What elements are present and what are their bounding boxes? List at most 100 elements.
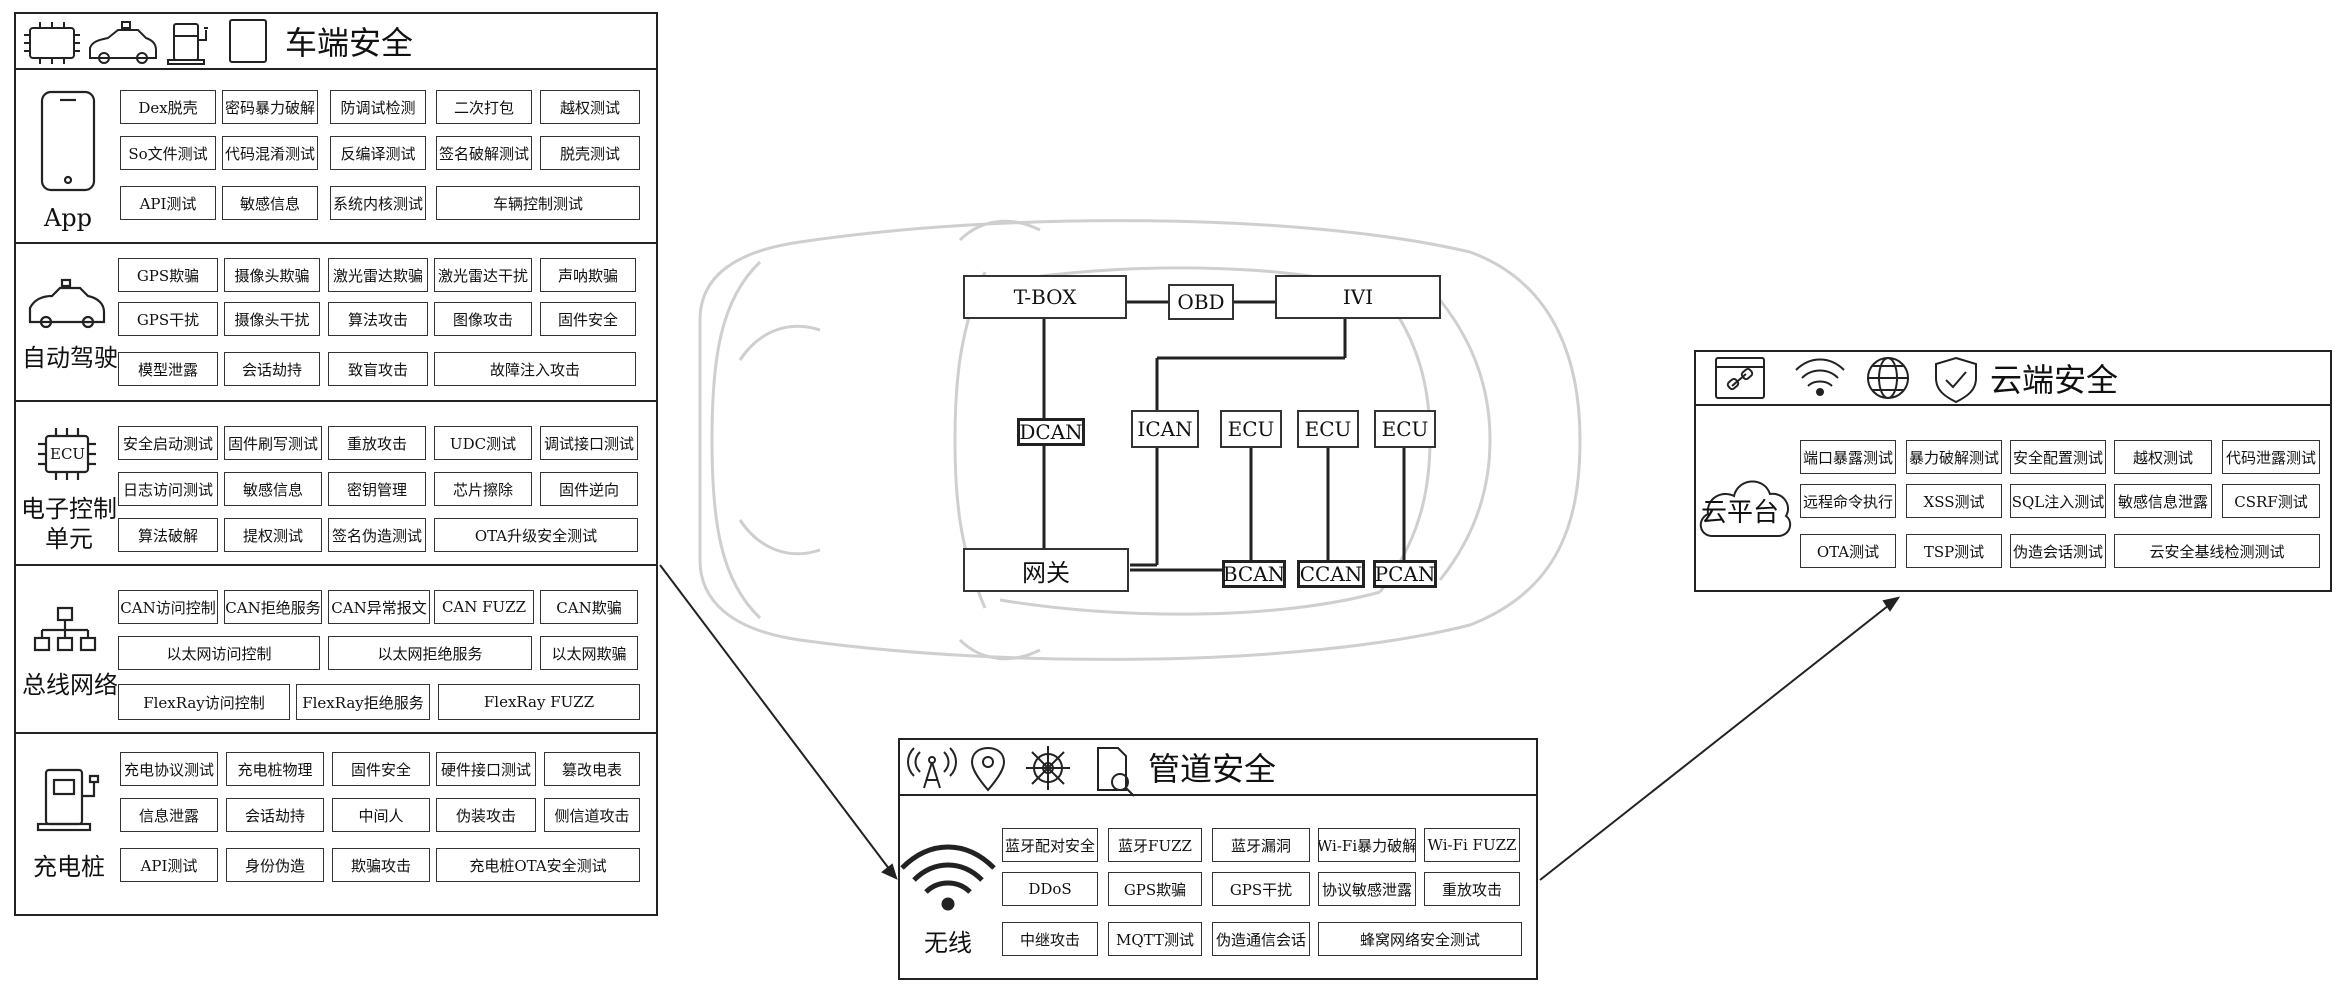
test-item[interactable]: 身份伪造 <box>226 848 324 882</box>
pcan-node[interactable]: PCAN <box>1373 560 1437 588</box>
test-item[interactable]: CAN拒绝服务 <box>224 590 322 624</box>
test-item[interactable]: 侧信道攻击 <box>544 798 640 832</box>
test-item[interactable]: Wi-Fi FUZZ <box>1424 828 1520 862</box>
test-item[interactable]: GPS欺骗 <box>118 258 218 292</box>
test-item[interactable]: 充电桩物理 <box>226 752 324 786</box>
test-item[interactable]: 蓝牙FUZZ <box>1108 828 1202 862</box>
test-item[interactable]: 脱壳测试 <box>540 136 640 170</box>
test-item[interactable]: 密钥管理 <box>328 472 426 506</box>
test-item[interactable]: CAN FUZZ <box>434 590 534 624</box>
test-item[interactable]: 固件安全 <box>332 752 430 786</box>
test-item[interactable]: 故障注入攻击 <box>434 352 636 386</box>
test-item[interactable]: UDC测试 <box>434 426 532 460</box>
test-item[interactable]: 蜂窝网络安全测试 <box>1318 922 1522 956</box>
test-item[interactable]: GPS欺骗 <box>1108 872 1202 906</box>
test-item[interactable]: DDoS <box>1002 872 1098 906</box>
test-item[interactable]: Dex脱壳 <box>120 90 216 124</box>
test-item[interactable]: OTA测试 <box>1800 534 1896 568</box>
test-item[interactable]: So文件测试 <box>120 136 216 170</box>
test-item[interactable]: CAN异常报文 <box>328 590 430 624</box>
test-item[interactable]: 篡改电表 <box>544 752 640 786</box>
test-item[interactable]: CSRF测试 <box>2222 484 2320 518</box>
test-item[interactable]: 声呐欺骗 <box>540 258 636 292</box>
test-item[interactable]: 欺骗攻击 <box>332 848 430 882</box>
ecu-node-2[interactable]: ECU <box>1297 410 1359 448</box>
test-item[interactable]: 芯片擦除 <box>434 472 532 506</box>
test-item[interactable]: 调试接口测试 <box>540 426 638 460</box>
test-item[interactable]: 协议敏感泄露 <box>1318 872 1416 906</box>
test-item[interactable]: GPS干扰 <box>118 302 218 336</box>
ican-node[interactable]: ICAN <box>1131 410 1199 448</box>
test-item[interactable]: 固件安全 <box>540 302 636 336</box>
test-item[interactable]: GPS干扰 <box>1212 872 1310 906</box>
test-item[interactable]: 激光雷达欺骗 <box>328 258 428 292</box>
test-item[interactable]: 密码暴力破解 <box>222 90 318 124</box>
test-item[interactable]: 固件刷写测试 <box>224 426 322 460</box>
test-item[interactable]: API测试 <box>120 186 216 220</box>
test-item[interactable]: 充电桩OTA安全测试 <box>436 848 640 882</box>
ccan-node[interactable]: CCAN <box>1297 560 1365 588</box>
ivi-node[interactable]: IVI <box>1275 275 1441 319</box>
test-item[interactable]: 以太网访问控制 <box>118 636 320 670</box>
test-item[interactable]: 以太网拒绝服务 <box>328 636 532 670</box>
test-item[interactable]: 伪造通信会话 <box>1212 922 1310 956</box>
test-item[interactable]: 硬件接口测试 <box>436 752 536 786</box>
test-item[interactable]: 防调试检测 <box>330 90 426 124</box>
test-item[interactable]: SQL注入测试 <box>2010 484 2106 518</box>
test-item[interactable]: 系统内核测试 <box>330 186 426 220</box>
test-item[interactable]: 充电协议测试 <box>120 752 218 786</box>
test-item[interactable]: 会话劫持 <box>224 352 320 386</box>
test-item[interactable]: XSS测试 <box>1906 484 2002 518</box>
test-item[interactable]: 代码混淆测试 <box>222 136 318 170</box>
ecu-node-1[interactable]: ECU <box>1220 410 1282 448</box>
test-item[interactable]: 敏感信息泄露 <box>2114 484 2212 518</box>
test-item[interactable]: 模型泄露 <box>118 352 218 386</box>
test-item[interactable]: 代码泄露测试 <box>2222 440 2320 474</box>
test-item[interactable]: 会话劫持 <box>226 798 324 832</box>
test-item[interactable]: 摄像头干扰 <box>224 302 320 336</box>
test-item[interactable]: 车辆控制测试 <box>436 186 640 220</box>
test-item[interactable]: FlexRay FUZZ <box>438 684 640 720</box>
test-item[interactable]: CAN欺骗 <box>540 590 638 624</box>
test-item[interactable]: FlexRay拒绝服务 <box>296 684 430 720</box>
test-item[interactable]: 算法攻击 <box>328 302 428 336</box>
test-item[interactable]: 以太网欺骗 <box>540 636 638 670</box>
test-item[interactable]: 越权测试 <box>2114 440 2212 474</box>
test-item[interactable]: 中间人 <box>332 798 430 832</box>
test-item[interactable]: 暴力破解测试 <box>1906 440 2002 474</box>
test-item[interactable]: 图像攻击 <box>434 302 532 336</box>
gateway-node[interactable]: 网关 <box>963 548 1129 592</box>
test-item[interactable]: MQTT测试 <box>1108 922 1202 956</box>
bcan-node[interactable]: BCAN <box>1222 560 1286 588</box>
test-item[interactable]: 越权测试 <box>540 90 640 124</box>
test-item[interactable]: 远程命令执行 <box>1800 484 1896 518</box>
test-item[interactable]: 摄像头欺骗 <box>224 258 320 292</box>
test-item[interactable]: 签名破解测试 <box>436 136 532 170</box>
test-item[interactable]: 致盲攻击 <box>328 352 428 386</box>
dcan-node[interactable]: DCAN <box>1017 418 1085 446</box>
test-item[interactable]: 提权测试 <box>224 518 322 552</box>
test-item[interactable]: 算法破解 <box>118 518 218 552</box>
test-item[interactable]: CAN访问控制 <box>118 590 218 624</box>
test-item[interactable]: 反编译测试 <box>330 136 426 170</box>
test-item[interactable]: 信息泄露 <box>120 798 218 832</box>
test-item[interactable]: API测试 <box>120 848 218 882</box>
test-item[interactable]: OTA升级安全测试 <box>434 518 638 552</box>
test-item[interactable]: 端口暴露测试 <box>1800 440 1896 474</box>
test-item[interactable]: 敏感信息 <box>222 186 318 220</box>
test-item[interactable]: 激光雷达干扰 <box>434 258 532 292</box>
test-item[interactable]: 重放攻击 <box>1424 872 1520 906</box>
test-item[interactable]: 重放攻击 <box>328 426 426 460</box>
ecu-node-3[interactable]: ECU <box>1374 410 1436 448</box>
obd-node[interactable]: OBD <box>1168 284 1234 320</box>
test-item[interactable]: 中继攻击 <box>1002 922 1098 956</box>
test-item[interactable]: TSP测试 <box>1906 534 2002 568</box>
test-item[interactable]: 蓝牙漏洞 <box>1212 828 1310 862</box>
test-item[interactable]: 安全配置测试 <box>2010 440 2106 474</box>
test-item[interactable]: 签名伪造测试 <box>328 518 426 552</box>
test-item[interactable]: 日志访问测试 <box>118 472 218 506</box>
test-item[interactable]: FlexRay访问控制 <box>118 684 290 720</box>
test-item[interactable]: Wi-Fi暴力破解 <box>1318 828 1416 862</box>
test-item[interactable]: 安全启动测试 <box>118 426 218 460</box>
test-item[interactable]: 二次打包 <box>436 90 532 124</box>
